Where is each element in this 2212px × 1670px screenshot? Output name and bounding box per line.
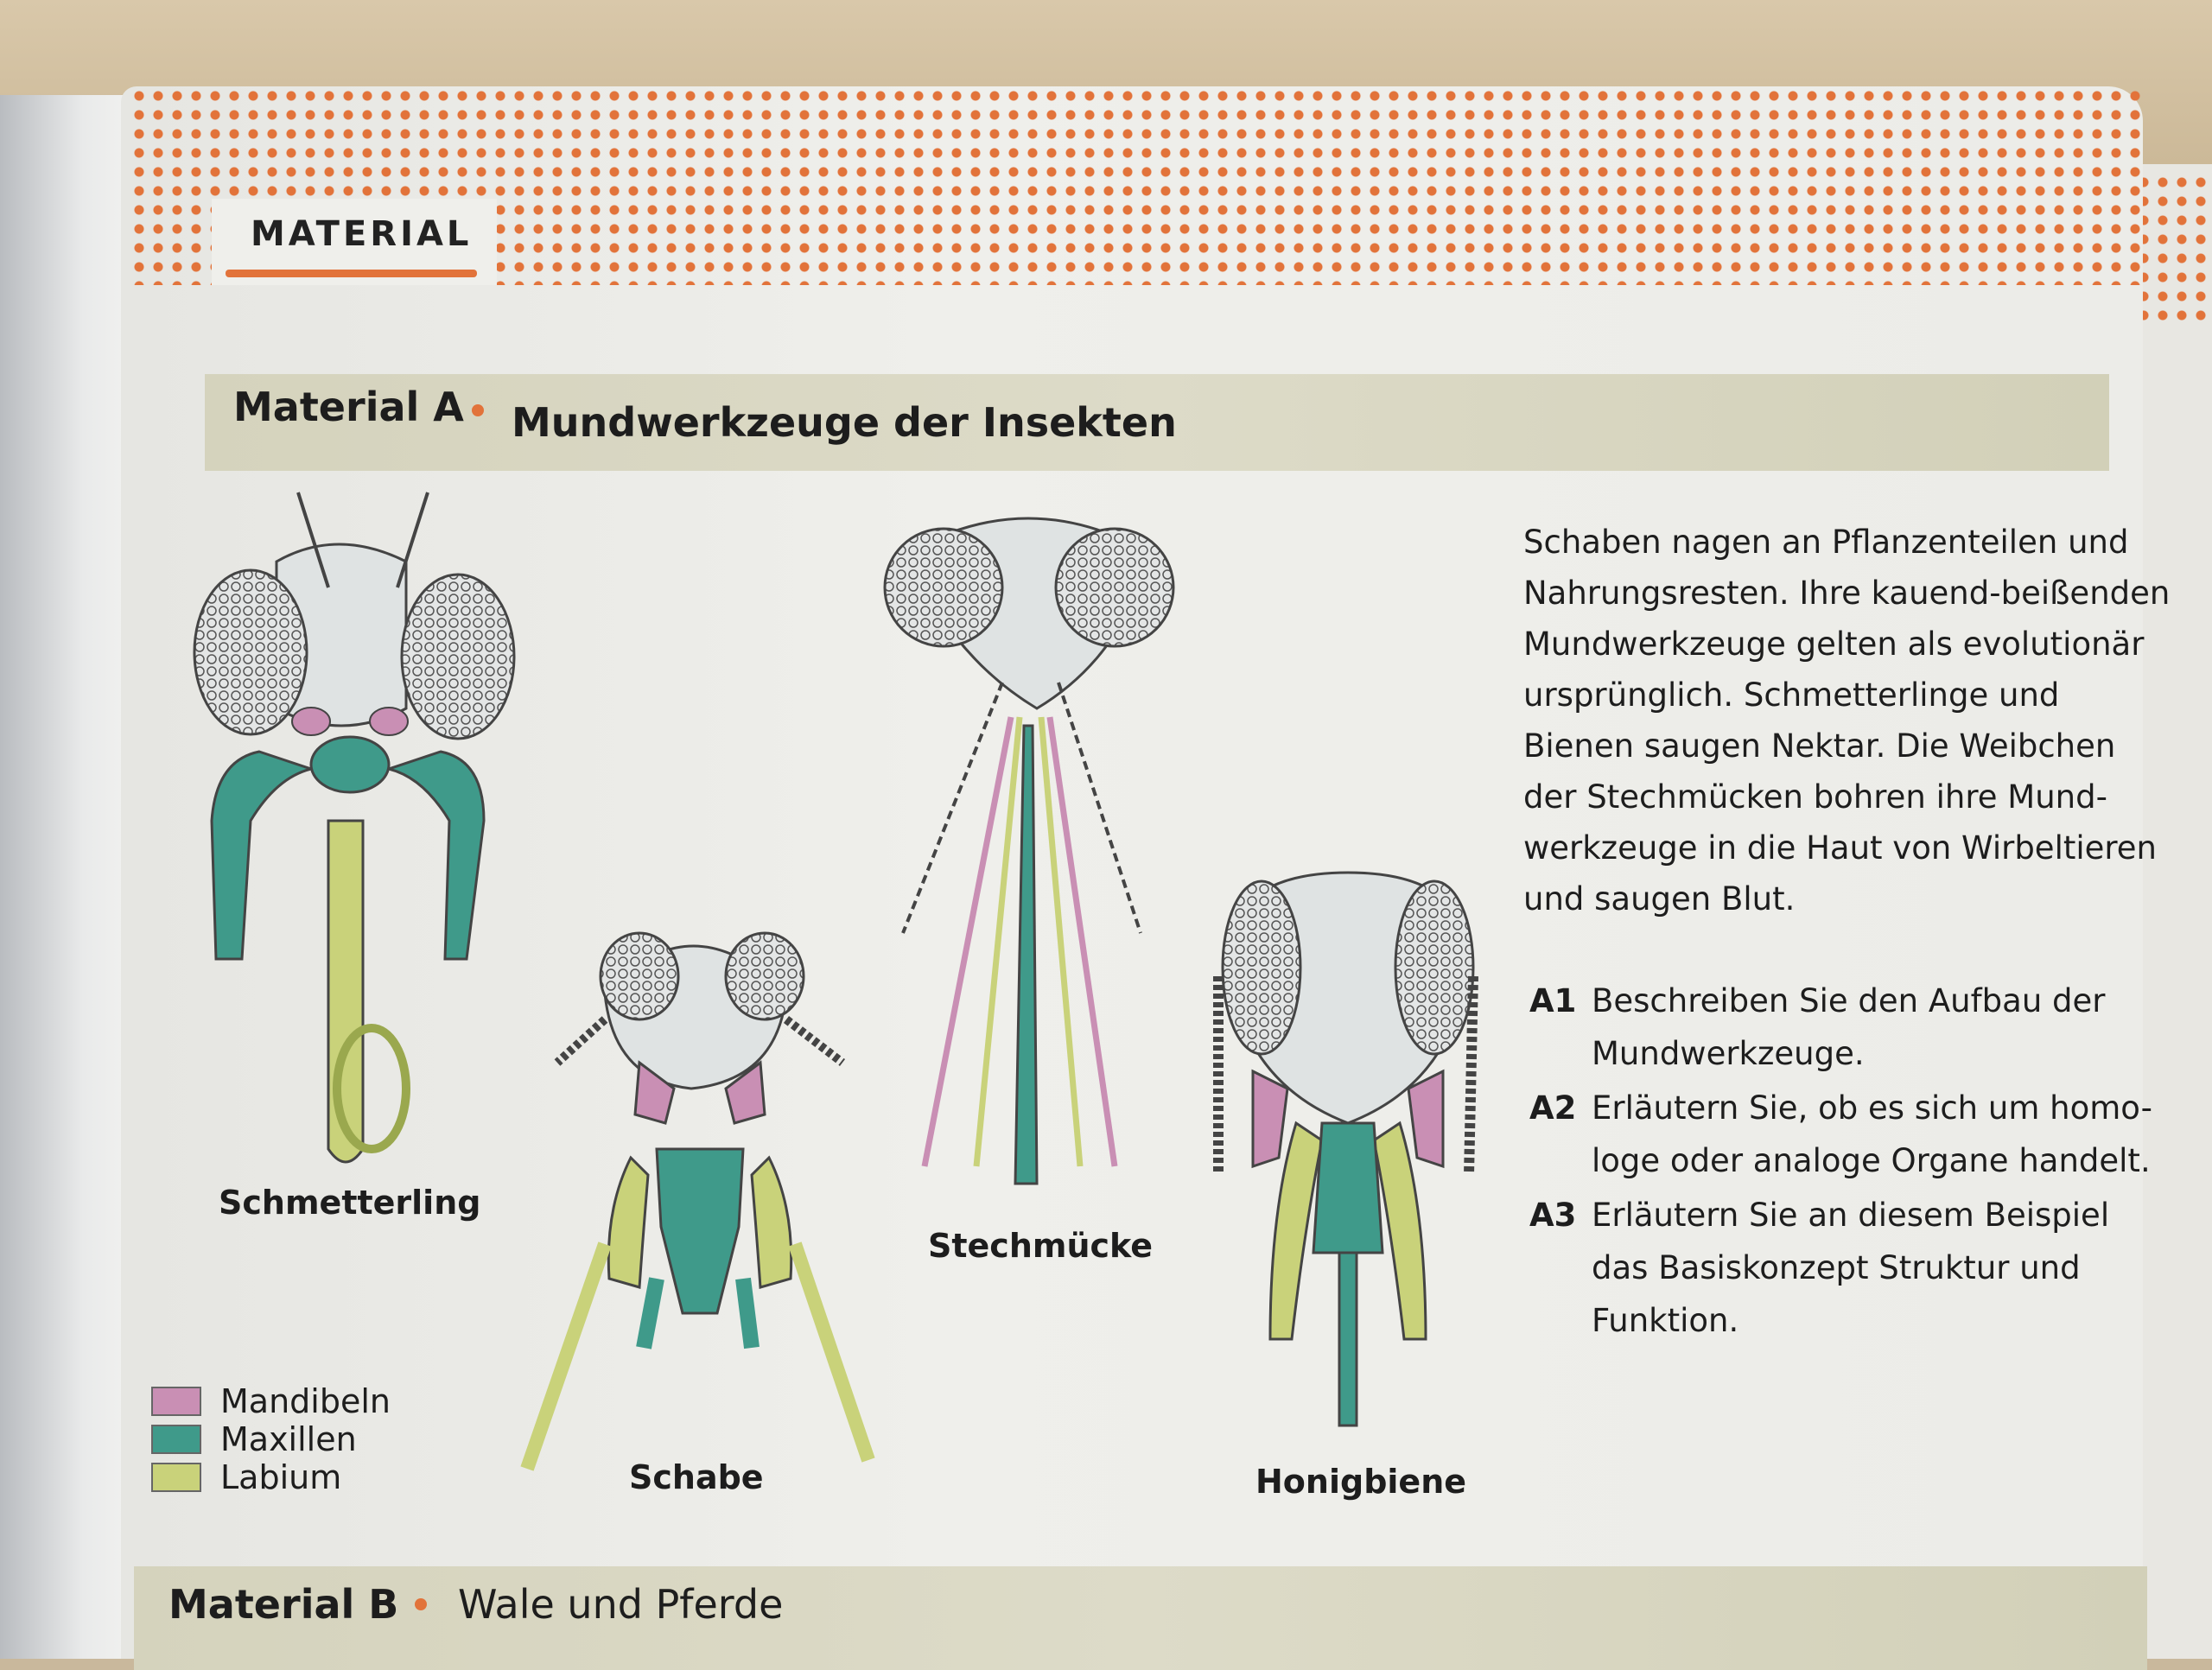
task-a2: A2 Erläutern Sie, ob es sich um homo- log…	[1529, 1082, 2152, 1187]
task-id: A3	[1529, 1197, 1577, 1234]
task-text: Beschreiben Sie den Aufbau der	[1592, 982, 2106, 1019]
legend-swatch	[151, 1425, 201, 1454]
text-line: Schaben nagen an Pflanzenteilen und	[1523, 524, 2129, 561]
task-text: Erläutern Sie, ob es sich um homo-	[1592, 1089, 2152, 1127]
label-cockroach: Schabe	[629, 1458, 764, 1496]
legend-label: Mandibeln	[220, 1382, 391, 1420]
task-text: Funktion.	[1592, 1302, 1739, 1339]
material-a-title: Mundwerkzeuge der Insekten	[512, 399, 1177, 446]
legend-item: Maxillen	[151, 1420, 391, 1458]
label-butterfly: Schmetterling	[219, 1184, 481, 1222]
material-b-label: Material B	[168, 1581, 399, 1628]
text-line: Mundwerkzeuge gelten als evolutionär	[1523, 625, 2145, 663]
text-line: werkzeuge in die Haut von Wirbeltieren	[1523, 829, 2158, 867]
task-text: Mundwerkzeuge.	[1592, 1035, 1865, 1072]
task-text: Erläutern Sie an diesem Beispiel	[1592, 1197, 2110, 1234]
section-tab-underline	[226, 270, 477, 277]
label-mosquito: Stechmücke	[928, 1227, 1154, 1265]
text-line: ursprünglich. Schmetterlinge und	[1523, 676, 2060, 714]
task-a1: A1 Beschreiben Sie den Aufbau der Mundwer…	[1529, 975, 2106, 1080]
color-legend: Mandibeln Maxillen Labium	[151, 1382, 391, 1496]
legend-item: Mandibeln	[151, 1382, 391, 1420]
material-a-label: Material A	[233, 384, 464, 430]
bullet-dot	[472, 404, 484, 416]
task-text: das Basiskonzept Struktur und	[1592, 1249, 2081, 1286]
legend-label: Maxillen	[220, 1420, 357, 1458]
material-b-header-bar	[134, 1566, 2147, 1670]
section-tab-label: MATERIAL	[251, 214, 473, 254]
task-a3: A3 Erläutern Sie an diesem Beispiel das B…	[1529, 1189, 2109, 1347]
task-id: A2	[1529, 1089, 1577, 1127]
text-line: und saugen Blut.	[1523, 880, 1796, 918]
honeybee-head-drawing	[1213, 871, 1478, 1427]
text-line: der Stechmücken bohren ihre Mund-	[1523, 778, 2107, 816]
legend-item: Labium	[151, 1458, 391, 1496]
mosquito-head-drawing	[883, 517, 1175, 1185]
material-a-header-bar	[205, 374, 2109, 471]
bullet-dot	[415, 1598, 427, 1610]
text-line: Nahrungsresten. Ihre kauend-beißenden	[1523, 575, 2171, 612]
label-honeybee: Honigbiene	[1255, 1463, 1467, 1501]
butterfly-head-drawing	[193, 492, 516, 1164]
cockroach-head-drawing	[520, 931, 875, 1471]
text-line: Bienen saugen Nektar. Die Weibchen	[1523, 727, 2116, 765]
legend-label: Labium	[220, 1458, 342, 1496]
task-id: A1	[1529, 982, 1577, 1019]
material-b-title: Wale und Pferde	[458, 1581, 784, 1628]
facing-page-dot-band	[2134, 173, 2212, 328]
book-page-edges	[0, 95, 138, 1659]
legend-swatch	[151, 1463, 201, 1492]
legend-swatch	[151, 1387, 201, 1416]
task-text: loge oder analoge Organe handelt.	[1592, 1142, 2151, 1179]
intro-paragraph: Schaben nagen an Pflanzenteilen und Nahr…	[1523, 517, 2171, 924]
